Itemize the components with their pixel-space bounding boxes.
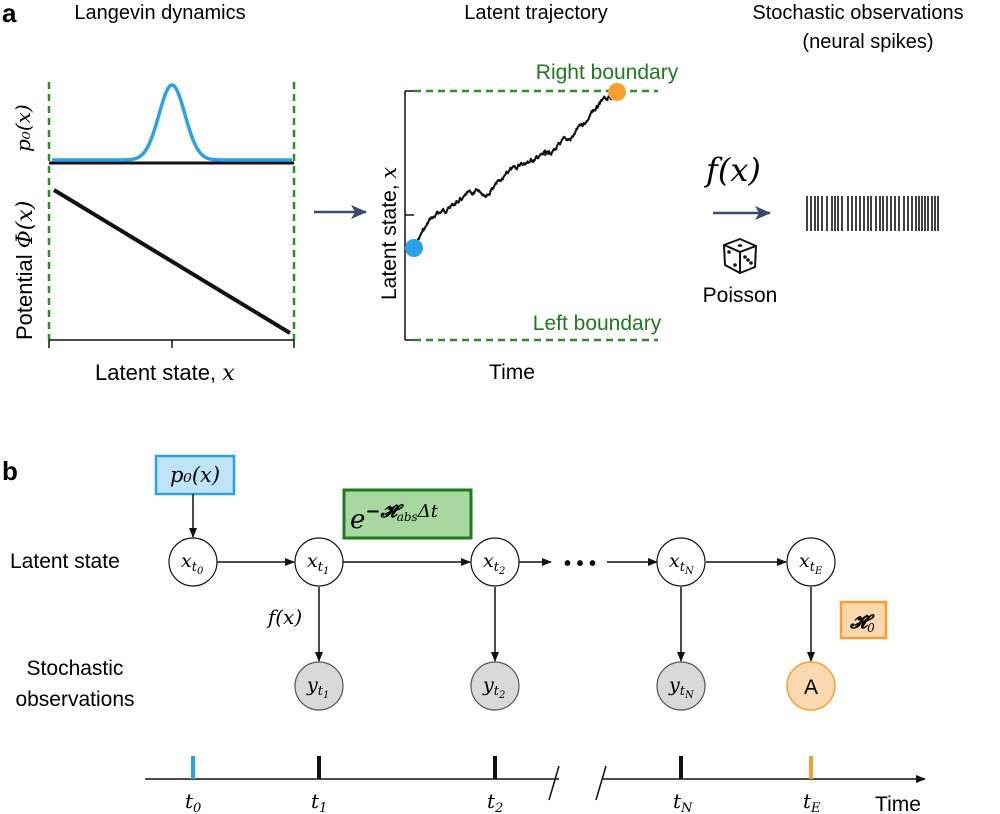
absorbing-node [786, 661, 836, 711]
p0-box-label: p₀(x) [170, 463, 220, 487]
fx-label: f(x) [704, 151, 761, 189]
p0-gaussian-curve [52, 83, 292, 162]
observation-node-label-N: ytN [668, 674, 695, 701]
ellipsis: • • • [564, 553, 596, 575]
latent-trajectory-path [413, 90, 618, 249]
timeline-break-left [548, 765, 560, 801]
latent-node-E [786, 537, 836, 587]
latent-node-2 [470, 537, 520, 587]
observation-node-N [656, 661, 706, 711]
latent-node-label-N: xtN [669, 550, 695, 577]
p0-box [154, 454, 236, 496]
absorbing-node-label: A [804, 676, 818, 699]
observation-node-1 [294, 661, 344, 711]
langevin-title: Langevin dynamics [74, 2, 245, 24]
observations-title: Stochastic observations [752, 2, 963, 24]
timeline-tick-label-2: t2 [487, 789, 503, 814]
trajectory-x-label: Time [489, 361, 535, 384]
fx-edge-label: f(x) [266, 605, 302, 629]
latent-node-0 [168, 537, 218, 587]
latent-state-axis-label: Latent state, x [95, 360, 235, 386]
panel-b-letter: b [2, 456, 18, 486]
start-point [405, 239, 423, 257]
potential-line [52, 188, 292, 335]
right-boundary-label: Right boundary [536, 61, 679, 84]
observation-nodes: yt1 yt2 ytN [294, 661, 706, 711]
timeline-ticks: t0 t1 t2 tN tE [185, 756, 821, 814]
h0-box [839, 600, 888, 640]
timeline-tick-label-0: t0 [185, 789, 201, 814]
latent-node-1 [294, 537, 344, 587]
observations-row-label-2: observations [15, 688, 134, 711]
latent-nodes: xt0 xt1 xt2 xtN xtE [168, 537, 836, 587]
timeline-time-label: Time [875, 793, 921, 814]
trajectory-y-label: Latent state, x [377, 167, 401, 300]
dice-icon [723, 238, 757, 274]
latent-node-label-E: xtE [799, 550, 823, 577]
latent-node-label-1: xt1 [307, 550, 329, 577]
operator-box-label: e−𝓗̂absΔt [350, 501, 439, 535]
potential-axis-label: Potential Φ(x) [12, 201, 38, 340]
timeline-tick-label-E: tE [803, 789, 821, 814]
timeline-tick-label-N: tN [673, 789, 693, 814]
trajectory-plot: Right boundary Left boundary Latent stat… [377, 61, 679, 384]
observations-subtitle: (neural spikes) [802, 31, 933, 53]
latent-state-row-label: Latent state [10, 550, 120, 573]
observations-row-label-1: Stochastic [27, 657, 124, 680]
observation-node-label-2: yt2 [482, 674, 505, 701]
p0-axis-label: p₀(x) [11, 104, 35, 152]
operator-box [342, 488, 473, 540]
trajectory-title: Latent trajectory [464, 2, 607, 24]
timeline-break-right [595, 765, 607, 801]
left-boundary-label: Left boundary [533, 312, 662, 335]
spike-train [806, 196, 939, 231]
observation-node-2 [470, 661, 520, 711]
latent-node-label-2: xt2 [483, 550, 505, 577]
poisson-label: Poisson [703, 284, 778, 307]
latent-node-N [656, 537, 706, 587]
panel-a-letter: a [2, 0, 17, 28]
observation-node-label-1: yt1 [306, 674, 329, 701]
end-point [608, 83, 626, 101]
latent-node-label-0: xt0 [181, 550, 204, 577]
langevin-plot: p₀(x) Potential Φ(x) Latent state, x [11, 82, 296, 386]
timeline-tick-label-1: t1 [311, 789, 327, 814]
